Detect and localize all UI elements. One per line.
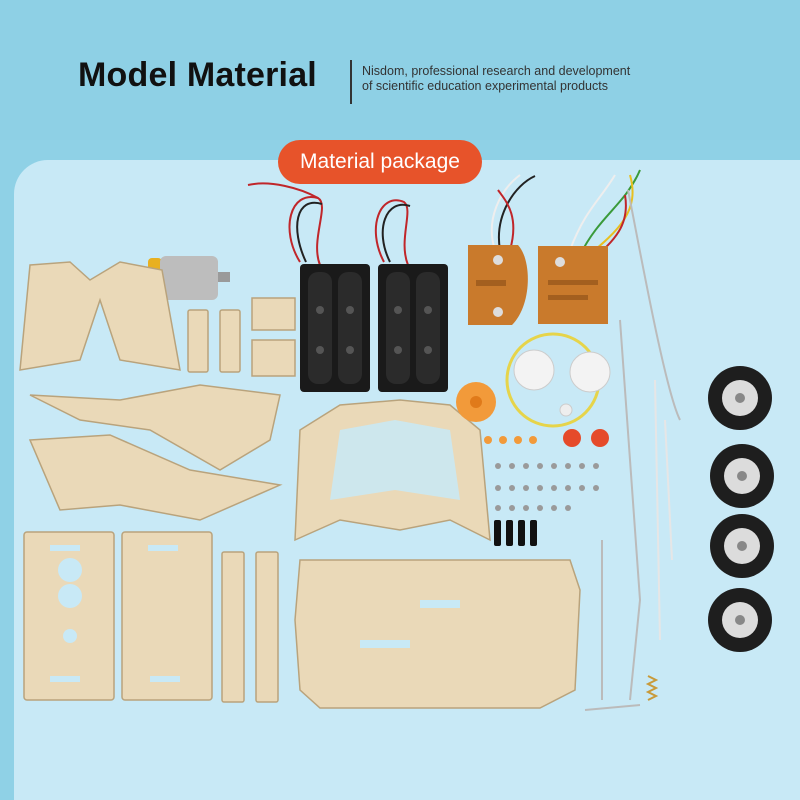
page-title: Model Material [78,56,317,94]
white-gear-1 [513,349,555,391]
front-bracket [19,261,181,371]
battery-plate [23,531,115,701]
wheel-2 [710,444,774,508]
spring [645,675,659,701]
base-plate [121,531,213,701]
tagline-line-2: of scientific education experimental pro… [362,79,608,93]
tab-piece-2 [251,339,296,377]
transmitter-board [538,246,608,324]
battery-box-right [378,264,448,392]
white-gear-2 [569,351,611,393]
strip-1 [221,551,245,703]
receiver-board [468,245,528,325]
title-divider [350,60,352,104]
battery-box-left [300,264,370,392]
header-banner: Model Material Nisdom, professional rese… [0,0,800,140]
small-parts [484,429,609,546]
wood-parts [19,261,581,709]
battery-wires [247,182,411,266]
side-rail-lower [28,434,283,521]
gears [456,332,611,428]
strip-2 [255,551,279,703]
wheel-4 [708,588,772,652]
wood-holes [50,420,460,682]
tab-piece-1 [251,297,296,331]
chassis [294,559,581,709]
antenna-wires [584,189,681,711]
small-block-2 [219,309,241,373]
tagline-line-1: Nisdom, professional research and develo… [362,64,631,78]
side-rail-upper [29,384,281,471]
wheel-3 [710,514,774,578]
material-package-badge: Material package [278,140,482,184]
wheel-1 [708,366,772,430]
small-block-1 [187,309,209,373]
tagline: Nisdom, professional research and develo… [362,64,630,94]
